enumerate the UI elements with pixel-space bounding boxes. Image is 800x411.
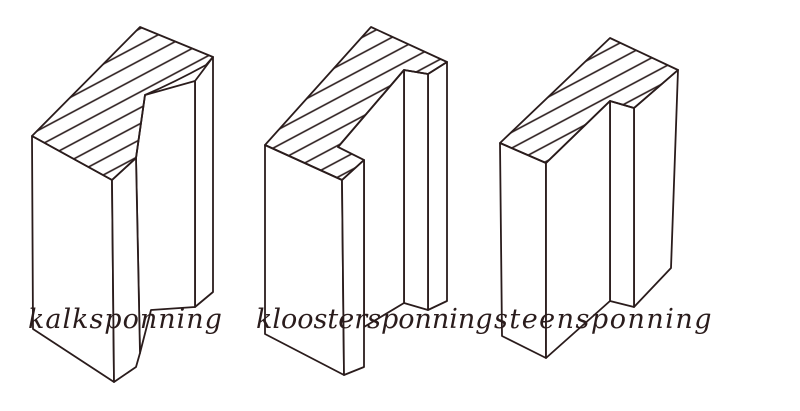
hatched-section	[264, 26, 448, 181]
hatched-section	[31, 26, 214, 181]
hatched-section	[499, 37, 679, 164]
label-kalksponning: kalksponning	[28, 304, 223, 335]
figure-steensponning	[499, 37, 679, 359]
figure-kloostersponning	[264, 26, 448, 376]
rebate-face	[609, 100, 635, 308]
figure-kalksponning	[31, 26, 214, 383]
label-kloostersponning: kloostersponning	[256, 304, 493, 335]
narrow-face	[341, 159, 365, 376]
right-side-face	[427, 61, 448, 311]
slot-face	[403, 69, 429, 311]
front-face	[264, 144, 345, 376]
narrow-face	[111, 157, 141, 383]
right-side-face	[633, 69, 679, 308]
label-steensponning: steensponning	[494, 304, 714, 335]
right-side-face	[194, 56, 214, 308]
